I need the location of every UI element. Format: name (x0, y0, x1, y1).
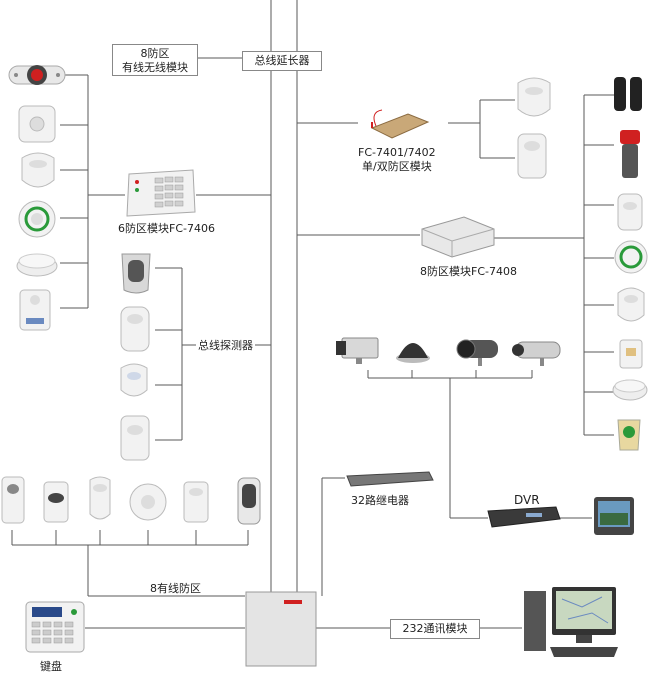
fc7401-label-2: 单/双防区模块 (362, 160, 432, 173)
siren-icon (8, 65, 66, 85)
dvr-label: DVR (514, 493, 540, 507)
monitor-icon (594, 497, 634, 535)
wired-zone8-label: 8有线防区 (148, 582, 203, 595)
bus-curtain-detector-icon (120, 415, 150, 461)
gas-detector-icon (19, 289, 51, 331)
comm232-label: 232通讯模块 (402, 622, 468, 635)
relay32-label: 32路继电器 (351, 494, 409, 507)
zone8-wireless-module-box: 8防区 有线无线模块 (112, 44, 198, 76)
smoke-detector-icon (16, 253, 58, 277)
ir-camera-icon (456, 339, 498, 366)
keypad-device-icon (25, 601, 85, 653)
wired-detector-1-icon (1, 476, 25, 524)
zone8-wireless-label-2: 有线无线模块 (122, 61, 188, 74)
bullet-camera-icon (512, 341, 561, 366)
relay32-device-icon (346, 471, 434, 487)
bus-extender-label: 总线延长器 (254, 54, 310, 67)
bus-motion-detector-icon (120, 363, 148, 397)
zone8-wireless-label-1: 8防区 (140, 47, 170, 60)
fc7401-pir-icon (517, 77, 551, 117)
right-pir-detector-icon (617, 193, 643, 231)
bus-extender-box: 总线延长器 (242, 51, 322, 71)
fc7408-module-icon (421, 216, 495, 258)
fc7406-label: 6防区模块FC-7406 (118, 222, 215, 235)
control-panel-icon (245, 591, 317, 667)
fc7401-curtain-icon (517, 133, 547, 179)
bus-dual-detector-icon (121, 253, 151, 294)
wired-ceiling-detector-icon (129, 483, 167, 521)
comm232-box: 232通讯模块 (390, 619, 480, 639)
pir-detector-icon (21, 152, 55, 188)
bus-pir-detector-icon (120, 306, 150, 352)
door-contact-icon (619, 339, 643, 369)
beam-detector-icon (614, 77, 642, 111)
fc7401-module-icon (370, 109, 430, 139)
panic-button-icon (617, 419, 641, 451)
dvr-device-icon (487, 506, 561, 528)
right-motion-detector-icon (617, 287, 645, 322)
right-ceiling-detector-icon (614, 240, 648, 274)
wired-detector-5-icon (183, 481, 209, 523)
wired-detector-6-icon (237, 477, 261, 525)
wired-detector-3-icon (89, 476, 111, 520)
box-camera-icon (336, 337, 379, 364)
ceiling-detector-icon (18, 200, 56, 238)
dome-camera-icon (396, 343, 430, 363)
glass-break-detector-icon (18, 105, 56, 143)
bus-detector-label: 总线探测器 (196, 339, 255, 352)
wired-detector-2-icon (43, 481, 69, 523)
right-smoke-detector-icon (612, 379, 648, 401)
computer-icon (524, 587, 618, 657)
keypad-label: 键盘 (40, 660, 62, 673)
fc7408-label: 8防区模块FC-7408 (420, 265, 517, 278)
strobe-siren-icon (620, 130, 640, 178)
fc7406-module-icon (126, 169, 196, 217)
fc7401-label-1: FC-7401/7402 (358, 146, 436, 159)
